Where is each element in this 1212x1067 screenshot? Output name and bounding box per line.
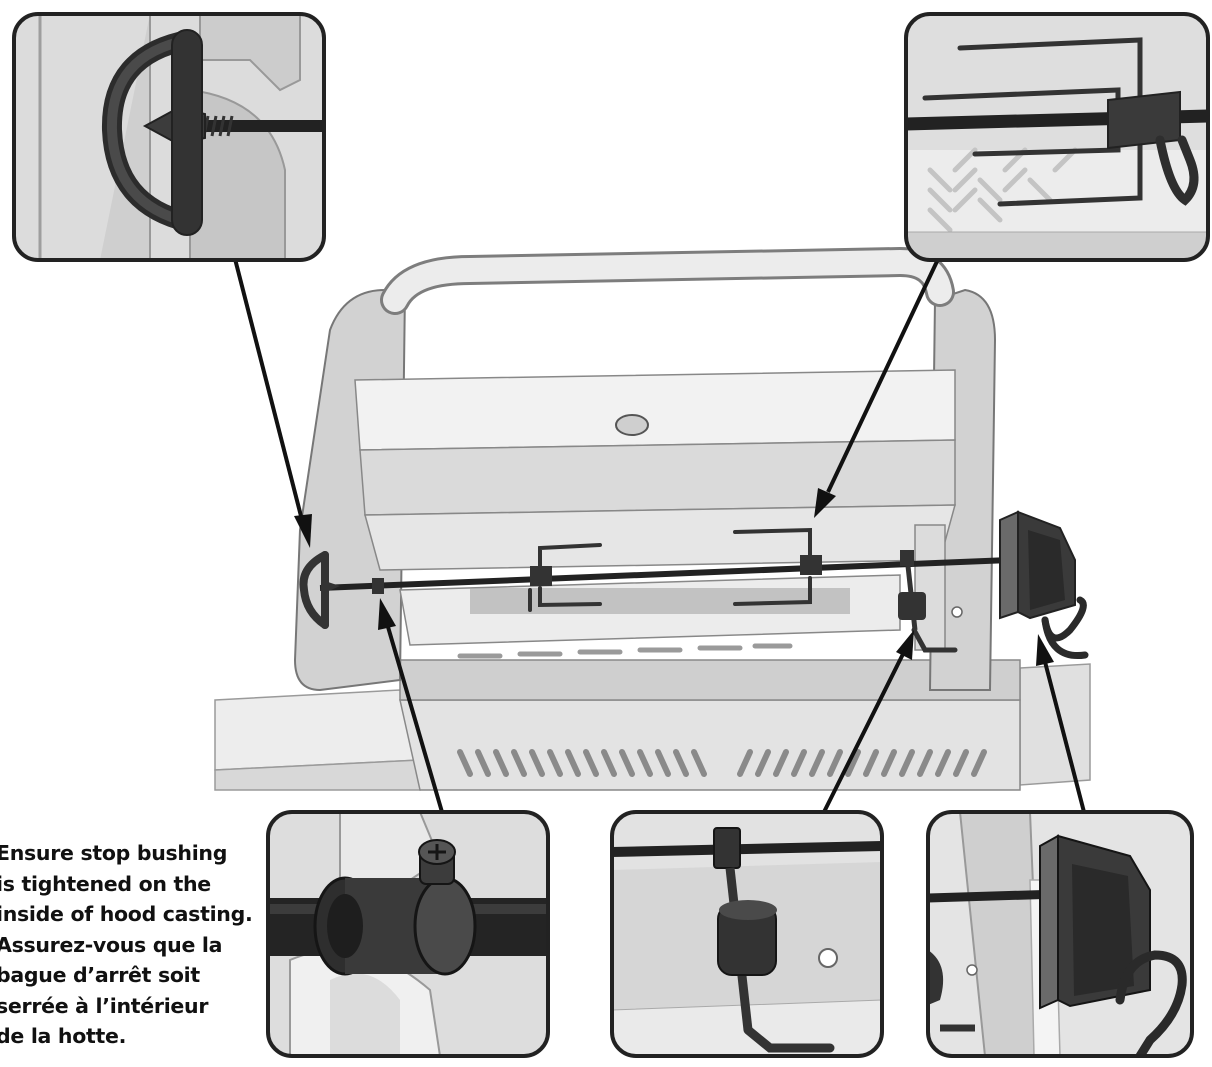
note-line-fr-1: Assurez-vous que la	[0, 932, 223, 957]
inset-counterweight	[610, 810, 884, 1058]
note-line-en-1: Ensure stop bushing	[0, 841, 228, 865]
note-line-fr-2: bague d’arrêt soit	[0, 963, 200, 987]
note-line-fr-3: serrée à l’intérieur	[0, 993, 209, 1018]
note-line-en-3: inside of hood casting.	[0, 902, 253, 926]
inset-spit-handle	[12, 12, 326, 262]
inset-meat-fork	[904, 12, 1210, 262]
callout-arrows	[232, 254, 1086, 813]
note-line-fr-4: de la hotte.	[0, 1024, 127, 1048]
note-line-en-2: is tightened on the	[0, 871, 211, 896]
grill-illustration	[214, 246, 1091, 791]
stop-bushing-note: Ensure stop bushing is tightened on the …	[0, 838, 266, 1052]
inset-rotisserie-motor	[926, 810, 1194, 1058]
inset-stop-bushing	[266, 810, 550, 1058]
